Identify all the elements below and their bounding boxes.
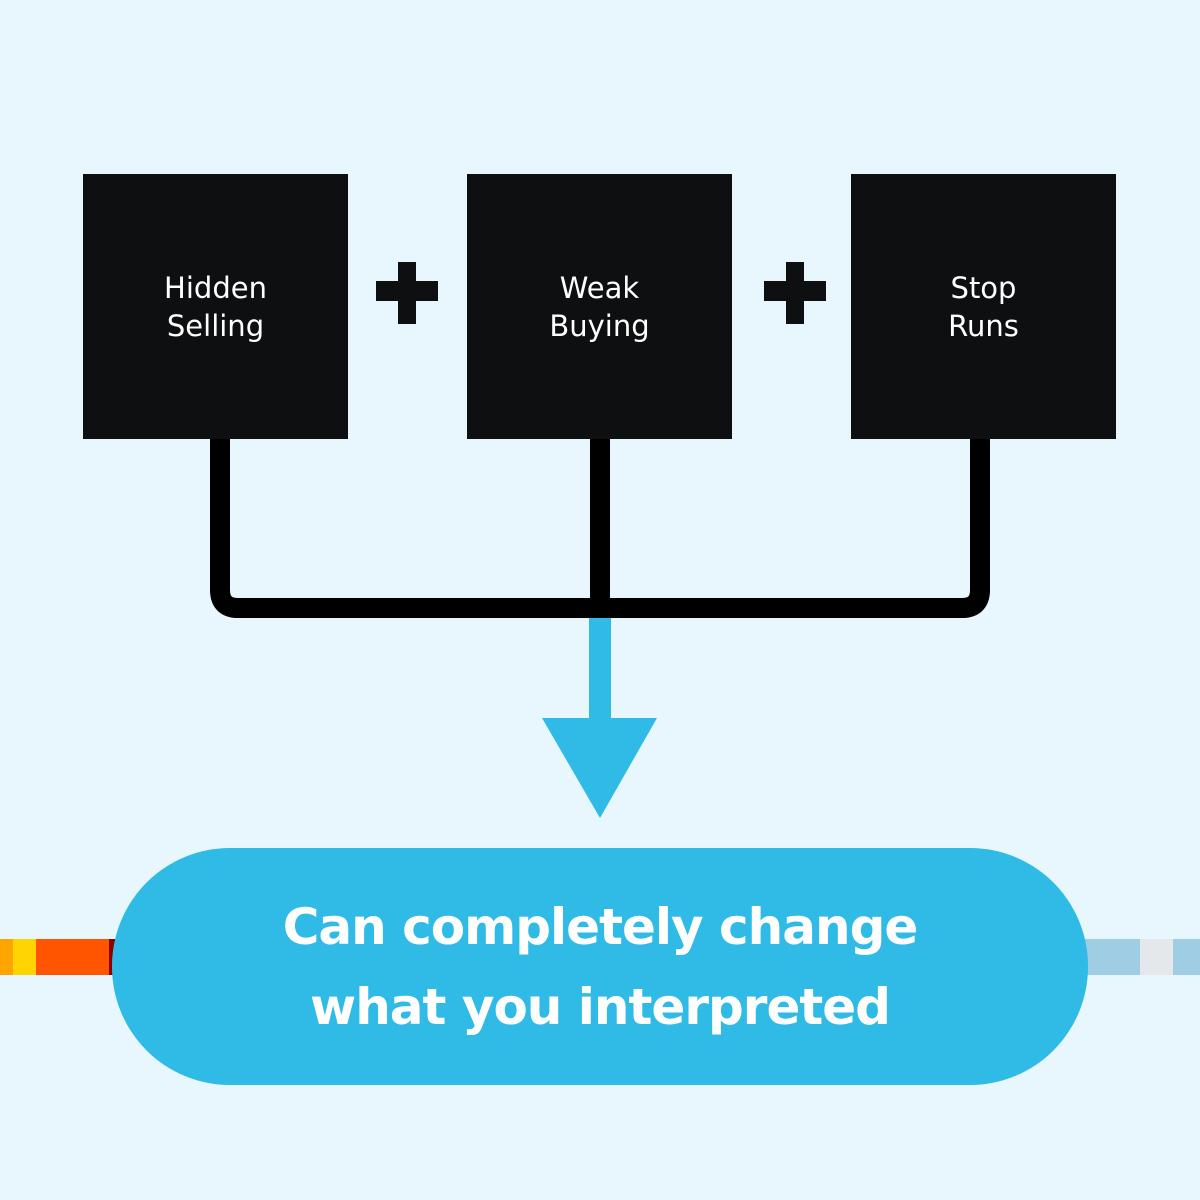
- left-bar-segment-2: [13, 939, 36, 975]
- factor-box-weak-buying: Weak Buying: [467, 174, 732, 439]
- arrow-shaft: [589, 618, 611, 720]
- connector-bracket: [210, 438, 990, 618]
- factor-label: Stop Runs: [948, 270, 1019, 343]
- factor-box-hidden-selling: Hidden Selling: [83, 174, 348, 439]
- factor-box-stop-runs: Stop Runs: [851, 174, 1116, 439]
- arrow-head-icon: [542, 718, 657, 818]
- result-pill: Can completely change what you interpret…: [112, 848, 1088, 1085]
- left-bar-segment-3: [36, 939, 109, 975]
- plus-icon: [764, 262, 826, 324]
- factor-label: Weak Buying: [549, 270, 650, 343]
- right-bar-segment-1: [1085, 939, 1140, 975]
- factor-label: Hidden Selling: [164, 270, 267, 343]
- plus-icon: [376, 262, 438, 324]
- left-bar-segment-1: [0, 939, 13, 975]
- result-label: Can completely change what you interpret…: [282, 897, 919, 1036]
- right-bar-segment-3: [1173, 939, 1200, 975]
- right-bar-segment-2: [1140, 939, 1173, 975]
